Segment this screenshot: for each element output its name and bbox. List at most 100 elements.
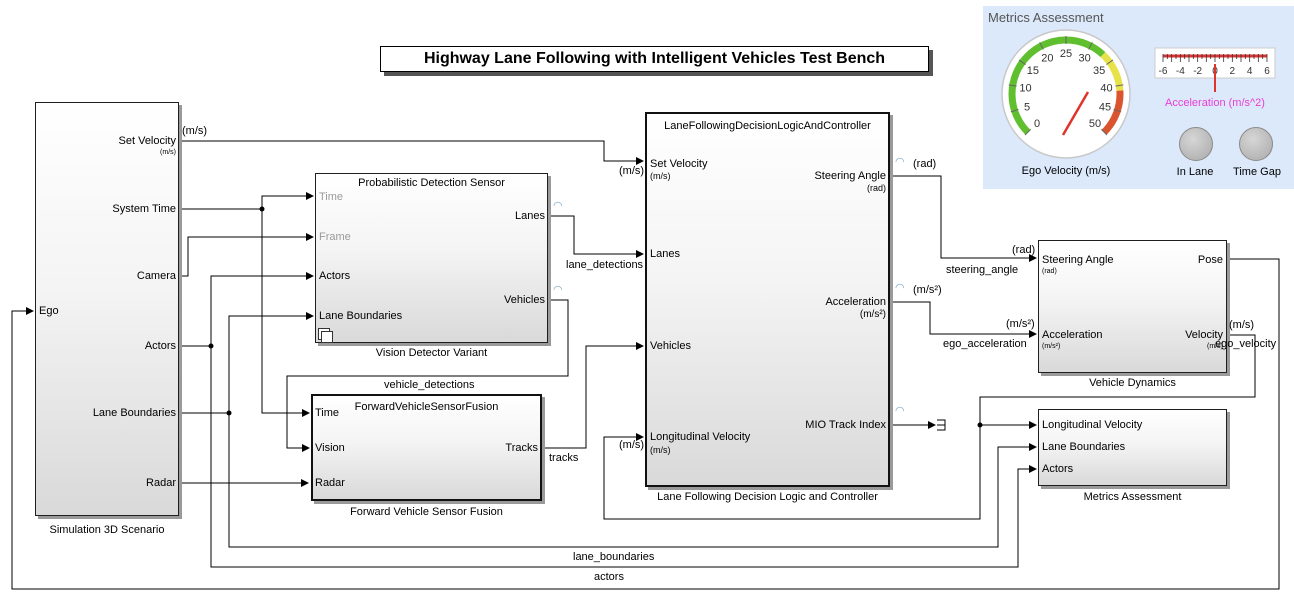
accel-tick-label: 6 (1264, 66, 1270, 77)
wire-system-time (179, 192, 314, 210)
signal-steering-angle: steering_angle (946, 264, 1019, 276)
port-vd-velocity-unit: (m/s) (1207, 343, 1223, 350)
port-ctrl-acceleration-unit: (m/s²) (859, 309, 886, 320)
in-lane-lamp (1179, 127, 1213, 161)
gauge-tick-label: 25 (1060, 48, 1072, 60)
port-vision-actors: Actors (319, 270, 351, 282)
signal-lane-boundaries: lane_boundaries (573, 551, 655, 563)
port-vision-lanes: Lanes (515, 210, 545, 222)
port-ctrl-steering-unit: (rad) (866, 183, 886, 193)
gauge-tick (1018, 59, 1026, 66)
port-vision-lane-boundaries: Lane Boundaries (319, 310, 403, 322)
signal-steering-unit: (rad) (913, 158, 937, 170)
block-name-controller: Lane Following Decision Logic and Contro… (657, 491, 878, 503)
block-simulation-3d-scenario[interactable] (35, 102, 179, 516)
block-name-fusion: Forward Vehicle Sensor Fusion (350, 506, 503, 518)
port-vision-time: Time (319, 191, 344, 203)
block-vehicle-dynamics[interactable] (1038, 240, 1227, 373)
in-lane-label: In Lane (1176, 166, 1214, 178)
wire-set-velocity (179, 140, 644, 165)
dashboard-title: Metrics Assessment (988, 10, 1104, 25)
gauge-needle (1061, 91, 1090, 136)
gauge-label: Ego Velocity (m/s) (1021, 165, 1111, 177)
wifi-icon: ◠ (553, 200, 563, 212)
time-gap-label: Time Gap (1233, 166, 1281, 178)
wire-pose-ego (11, 258, 1280, 590)
signal-velocity-unit: (m/s) (1229, 319, 1255, 331)
port-ctrl-set-velocity-unit: (m/s) (650, 171, 671, 181)
port-ctrl-longitudinal-velocity-unit: (m/s) (650, 445, 671, 455)
signal-vehicle-detections: vehicle_detections (384, 379, 475, 391)
terminator-icon (937, 419, 946, 431)
block-lane-following-controller[interactable] (645, 112, 890, 487)
port-vd-acceleration-unit: (m/s²) (1042, 343, 1061, 350)
wire-lanes (548, 215, 644, 258)
time-gap-lamp (1239, 127, 1273, 161)
wire-velocity (603, 334, 1256, 520)
gauge-tick-label: 45 (1099, 102, 1111, 114)
port-vision-frame: Frame (319, 231, 351, 243)
port-vd-steering: Steering Angle (1042, 254, 1114, 266)
port-ctrl-mio: MIO Track Index (805, 419, 886, 431)
block-vision-detector-variant[interactable] (315, 173, 548, 343)
port-fusion-vision: Vision (315, 442, 345, 454)
port-system-time: System Time (112, 203, 176, 215)
signal-lane-detections: lane_detections (566, 259, 644, 271)
signal-actors: actors (594, 571, 624, 583)
signal-set-velocity-unit: (m/s) (182, 125, 208, 137)
port-ego: Ego (39, 305, 59, 317)
port-camera: Camera (136, 270, 176, 282)
block-name-dynamics: Vehicle Dynamics (1089, 377, 1176, 389)
gauge-tick (1101, 129, 1108, 136)
block-name-vision: Vision Detector Variant (375, 347, 488, 359)
gauge-tick-label: 0 (1034, 118, 1040, 130)
junction-dot (977, 422, 983, 428)
velocity-gauge-face (1001, 29, 1131, 159)
port-ctrl-set-velocity: Set Velocity (650, 158, 708, 170)
wifi-icon: ◠ (895, 282, 905, 294)
gauge-band (1101, 90, 1124, 135)
port-actors: Actors (144, 340, 176, 352)
gauge-tick-label: 10 (1019, 83, 1031, 95)
signal-accel-unit: (m/s²) (913, 284, 942, 296)
accel-tick-label: 2 (1230, 66, 1236, 77)
accel-tick-label: 4 (1247, 66, 1253, 77)
port-ma-actors: Actors (1042, 463, 1074, 475)
block-metrics-assessment[interactable] (1038, 409, 1227, 486)
wire-actors-bottom (210, 346, 1037, 568)
port-radar: Radar (146, 477, 176, 489)
gauge-tick (1115, 84, 1124, 87)
signal-steering-unit-in: (rad) (1012, 244, 1036, 256)
wire-acceleration (890, 301, 1037, 338)
accel-tick-label: -6 (1159, 66, 1168, 77)
port-ctrl-vehicles: Vehicles (650, 340, 691, 352)
accel-tick-label: -4 (1176, 66, 1185, 77)
port-ctrl-lanes: Lanes (650, 248, 680, 260)
port-ma-longitudinal-velocity: Longitudinal Velocity (1042, 419, 1143, 431)
signal-ego-acceleration: ego_acceleration (943, 338, 1027, 350)
wire-vehicle-detections (286, 299, 569, 452)
port-ctrl-acceleration: Acceleration (825, 296, 886, 308)
gauge-tick (1106, 59, 1114, 66)
port-set-velocity: Set Velocity (118, 135, 176, 147)
block-name-scenario: Simulation 3D Scenario (49, 524, 165, 536)
wire-tracks (541, 342, 644, 449)
gauge-tick (1008, 84, 1017, 87)
wire-time-to-fusion (261, 209, 310, 417)
gauge-tick-label: 30 (1078, 52, 1090, 64)
gauge-tick (1024, 129, 1031, 136)
port-vd-pose: Pose (1197, 254, 1223, 266)
accel-label: Acceleration (m/s^2) (1165, 97, 1265, 109)
signal-accel-unit-in: (m/s²) (1006, 318, 1035, 330)
controller-header: LaneFollowingDecisionLogicAndController (664, 120, 871, 132)
wire-actors-vision (179, 272, 314, 347)
gauge-tick (1088, 42, 1093, 50)
port-fusion-time: Time (315, 407, 340, 419)
gauge-tick (1039, 42, 1044, 50)
wire-camera (179, 233, 314, 277)
port-set-velocity-unit: (m/s) (160, 149, 176, 156)
gauge-band (1008, 36, 1106, 135)
block-forward-vehicle-sensor-fusion[interactable] (311, 394, 542, 501)
